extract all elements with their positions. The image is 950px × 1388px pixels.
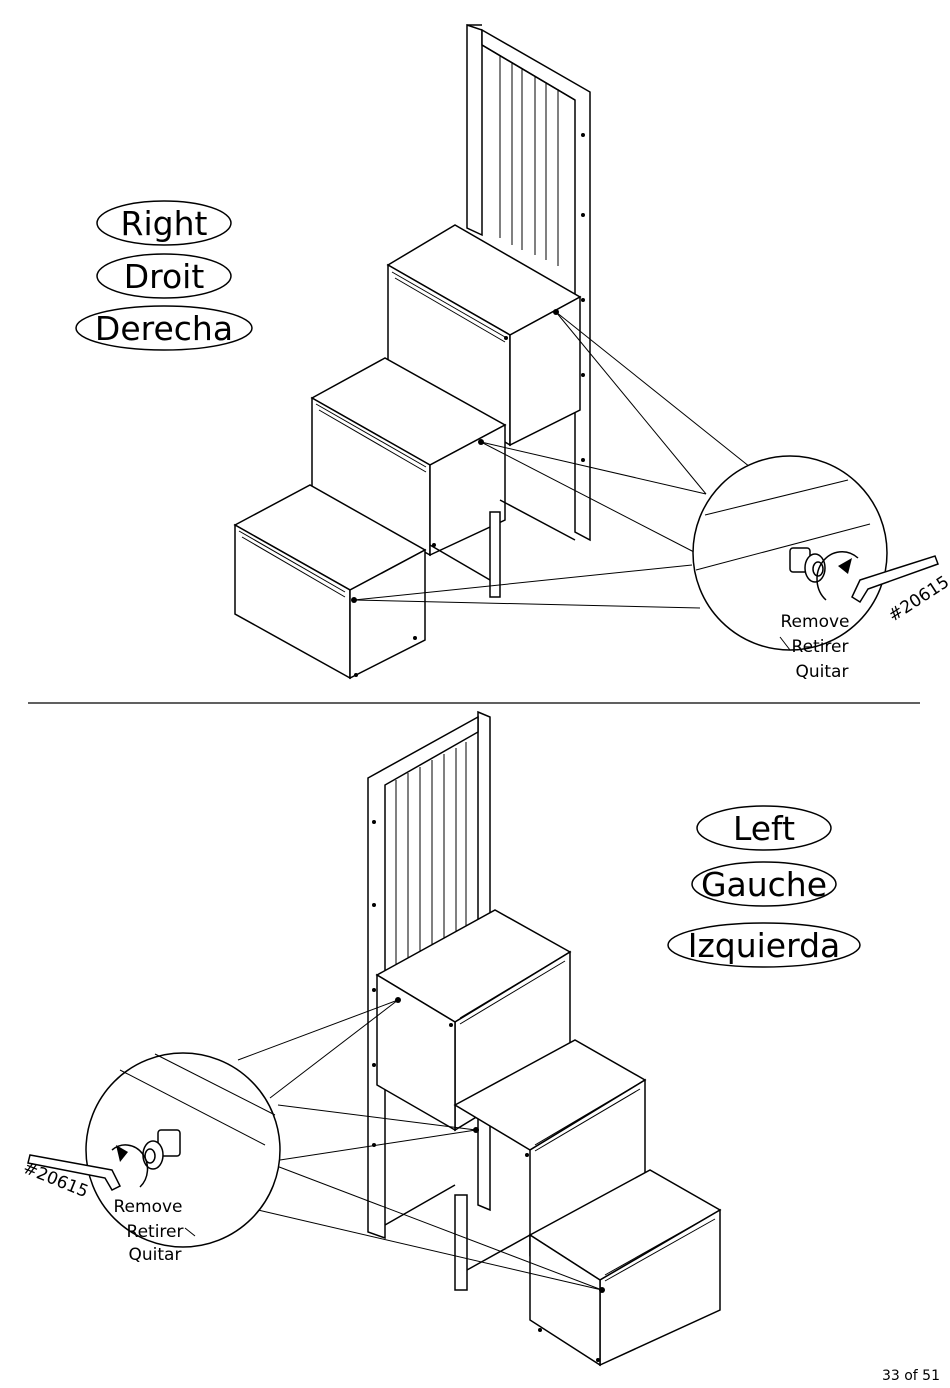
- bottom-language-labels: Left Gauche Izquierda: [668, 806, 860, 967]
- label-left: Left: [733, 809, 795, 848]
- bottom-detail-callout: [28, 1053, 280, 1247]
- top-stair-assembly: [235, 25, 590, 678]
- action-retirer: Retirer: [127, 1222, 184, 1242]
- label-droit: Droit: [124, 257, 205, 296]
- bottom-stair-assembly: [368, 712, 720, 1365]
- action-retirer: Retirer: [792, 637, 849, 657]
- label-izquierda: Izquierda: [688, 926, 841, 965]
- label-derecha: Derecha: [95, 309, 233, 348]
- top-language-labels: Right Droit Derecha: [76, 201, 252, 350]
- label-gauche: Gauche: [701, 865, 827, 904]
- tool-part-number: #20615: [885, 572, 950, 626]
- page-number: 33 of 51: [882, 1368, 940, 1384]
- action-remove: Remove: [114, 1197, 183, 1217]
- label-right: Right: [121, 204, 208, 243]
- action-remove: Remove: [781, 612, 850, 632]
- action-quitar: Quitar: [129, 1245, 182, 1265]
- action-quitar: Quitar: [796, 662, 849, 682]
